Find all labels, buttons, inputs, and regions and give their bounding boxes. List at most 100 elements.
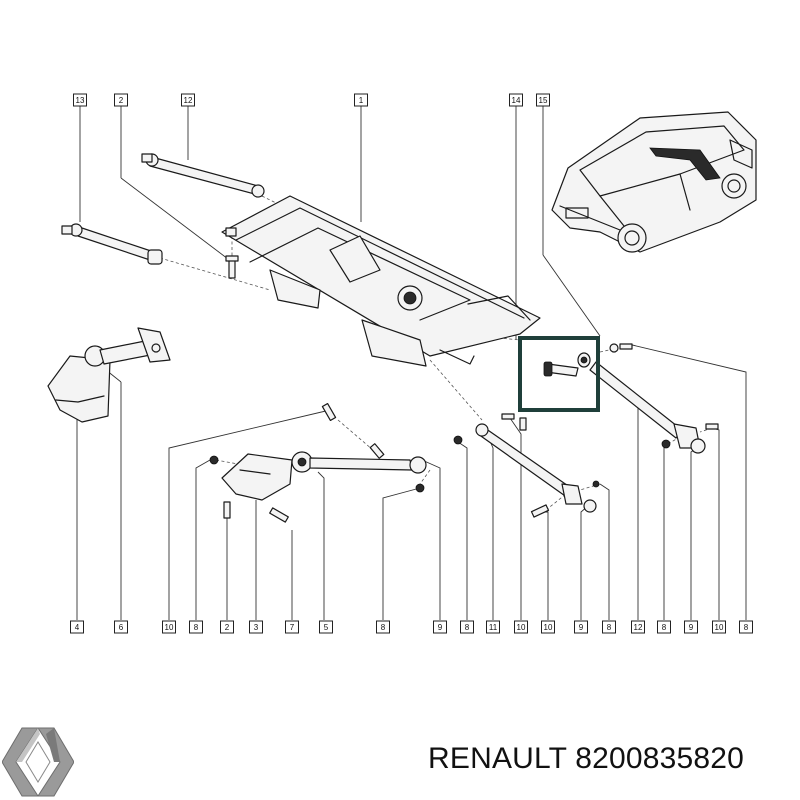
callout-9: 9 <box>684 620 698 634</box>
callout-label: 10 <box>715 623 724 632</box>
callout-box <box>70 620 84 634</box>
left-bracket-4 <box>47 345 111 423</box>
callout-label: 9 <box>689 623 694 632</box>
callout-box <box>509 93 523 107</box>
callout-box <box>249 620 263 634</box>
renault-diamond-logo-icon <box>2 727 74 797</box>
callout-label: 13 <box>76 96 85 105</box>
callouts-bottom: 4 6 10 8 2 3 7 5 8 9 8 11 10 10 9 8 12 8 9 10 8 <box>70 620 753 634</box>
callout-label: 2 <box>119 96 124 105</box>
bottom-leader-lines <box>76 343 747 620</box>
callout-box <box>541 620 555 634</box>
callout-15: 15 <box>536 93 550 107</box>
callout-label: 10 <box>517 623 526 632</box>
callout-box <box>354 93 368 107</box>
link-arm-5 <box>291 451 427 474</box>
callout-label: 14 <box>512 96 521 105</box>
callout-13: 13 <box>73 93 87 107</box>
callout-box <box>684 620 698 634</box>
callout-label: 15 <box>539 96 548 105</box>
callout-box <box>739 620 753 634</box>
callout-label: 9 <box>438 623 443 632</box>
diagonal-strut-right <box>589 361 706 454</box>
callout-label: 8 <box>381 623 386 632</box>
callout-box <box>657 620 671 634</box>
callout-label: 9 <box>579 623 584 632</box>
fasteners <box>209 343 719 523</box>
callout-10: 10 <box>514 620 528 634</box>
callout-box <box>433 620 447 634</box>
callout-label: 10 <box>544 623 553 632</box>
callout-2: 2 <box>220 620 234 634</box>
callout-box <box>631 620 645 634</box>
callout-label: 8 <box>194 623 199 632</box>
brand-part-number-text: RENAULT 8200835820 <box>428 742 745 775</box>
callout-12: 12 <box>631 620 645 634</box>
callout-4: 4 <box>70 620 84 634</box>
callout-box <box>73 93 87 107</box>
callout-box <box>574 620 588 634</box>
callout-6: 6 <box>114 620 128 634</box>
callout-box <box>189 620 203 634</box>
callout-label: 6 <box>119 623 124 632</box>
callout-box <box>376 620 390 634</box>
vehicle-location-inset <box>551 111 757 253</box>
callout-label: 8 <box>744 623 749 632</box>
callout-box <box>114 620 128 634</box>
callout-8: 8 <box>602 620 616 634</box>
callout-box <box>712 620 726 634</box>
top-leader-lines <box>79 106 601 340</box>
callout-box <box>460 620 474 634</box>
callout-8: 8 <box>739 620 753 634</box>
callout-10: 10 <box>712 620 726 634</box>
callout-11: 11 <box>486 620 500 634</box>
callout-label: 8 <box>465 623 470 632</box>
callout-10: 10 <box>162 620 176 634</box>
callout-12: 12 <box>181 93 195 107</box>
callout-8: 8 <box>376 620 390 634</box>
callout-label: 3 <box>254 623 259 632</box>
callout-label: 1 <box>359 96 364 105</box>
callout-box <box>486 620 500 634</box>
callout-7: 7 <box>285 620 299 634</box>
callout-8: 8 <box>189 620 203 634</box>
callout-1: 1 <box>354 93 368 107</box>
callout-label: 12 <box>634 623 643 632</box>
callout-8: 8 <box>460 620 474 634</box>
callout-box <box>536 93 550 107</box>
callout-label: 5 <box>324 623 329 632</box>
callout-box <box>220 620 234 634</box>
upper-link-arm-12 <box>141 153 265 198</box>
callout-5: 5 <box>319 620 333 634</box>
callouts-top: 13 2 12 1 14 15 <box>73 93 550 107</box>
callout-8: 8 <box>657 620 671 634</box>
callout-9: 9 <box>433 620 447 634</box>
highlighted-part-14-box <box>518 336 600 412</box>
rear-subframe-1 <box>221 195 541 367</box>
callout-label: 10 <box>165 623 174 632</box>
callout-2: 2 <box>114 93 128 107</box>
lower-link-arm-13 <box>61 223 163 265</box>
bolt-2-top <box>225 255 239 279</box>
callout-box <box>514 620 528 634</box>
callout-10: 10 <box>541 620 555 634</box>
callout-label: 11 <box>489 623 498 632</box>
callout-3: 3 <box>249 620 263 634</box>
callout-label: 8 <box>607 623 612 632</box>
callout-box <box>285 620 299 634</box>
callout-box <box>319 620 333 634</box>
bracket-3 <box>221 453 293 501</box>
callout-9: 9 <box>574 620 588 634</box>
lateral-rod-11 <box>475 423 583 505</box>
callout-label: 7 <box>290 623 295 632</box>
callout-box <box>162 620 176 634</box>
callout-14: 14 <box>509 93 523 107</box>
callout-label: 12 <box>184 96 193 105</box>
trailing-arm-6 <box>99 327 171 365</box>
callout-box <box>114 93 128 107</box>
callout-box <box>602 620 616 634</box>
callout-label: 8 <box>662 623 667 632</box>
callout-label: 2 <box>225 623 230 632</box>
callout-label: 4 <box>75 623 80 632</box>
